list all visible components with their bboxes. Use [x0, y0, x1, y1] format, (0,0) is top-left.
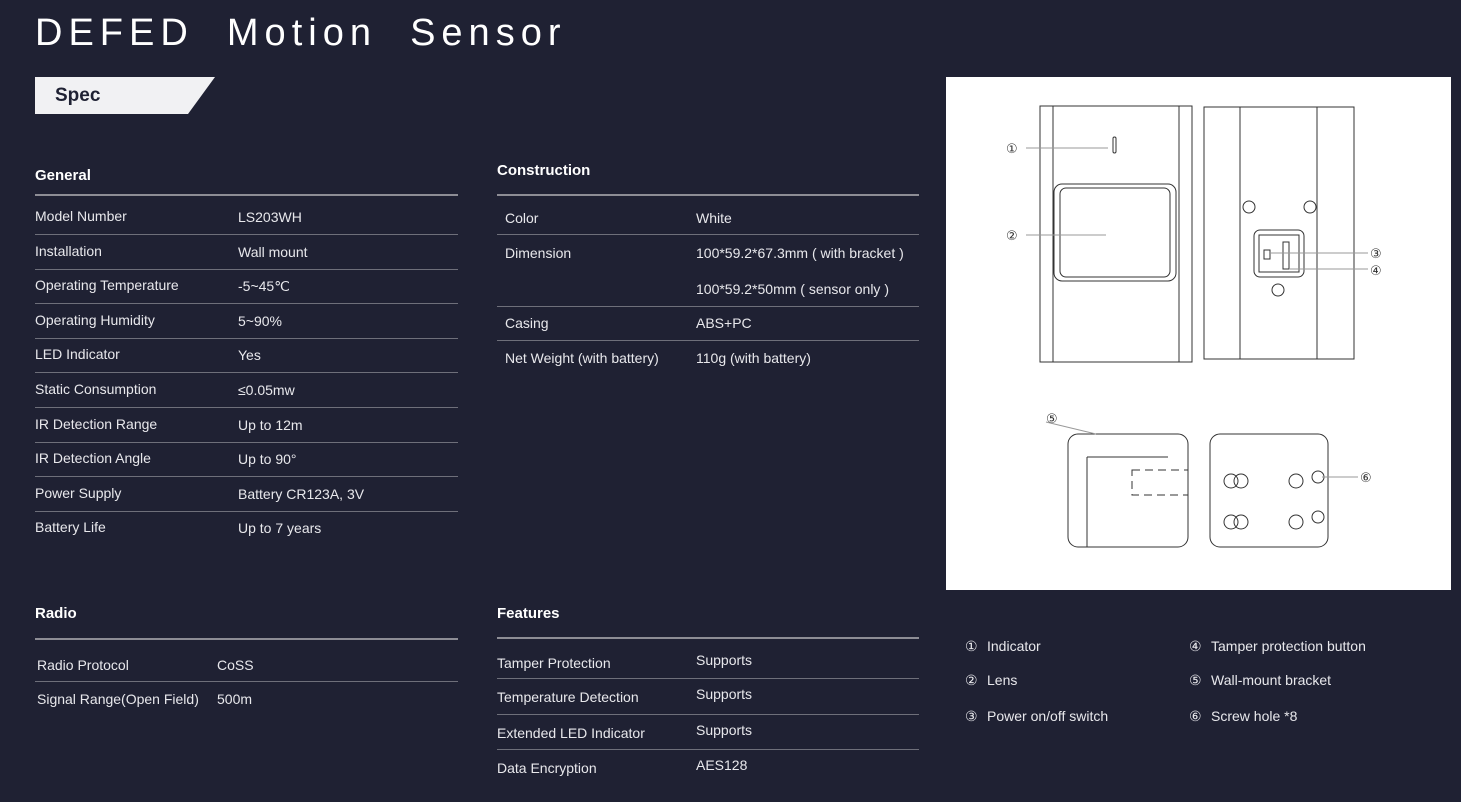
legend-item: ⑥ Screw hole *8 [1189, 708, 1297, 725]
divider [497, 637, 919, 639]
legend-number: ① [965, 638, 978, 654]
row-divider [35, 510, 458, 512]
divider [497, 194, 919, 196]
divider [35, 194, 458, 196]
spec-value: CoSS [217, 657, 254, 673]
row-divider [497, 714, 919, 715]
back-view [1203, 106, 1368, 360]
legend-item: ④ Tamper protection button [1189, 638, 1366, 655]
page-title: DEFED Motion Sensor [35, 12, 567, 54]
spec-label: Battery Life [35, 519, 106, 536]
legend-item: ⑤ Wall-mount bracket [1189, 672, 1331, 689]
spec-value: 500m [217, 691, 253, 707]
product-diagram: ① ② ③ ④ ⑤ ⑥ [946, 77, 1451, 590]
spec-value: Up to 90° [238, 451, 297, 468]
bracket-side-view [1045, 421, 1189, 548]
spec-label: Data Encryption [497, 760, 597, 776]
front-view [1026, 105, 1193, 363]
construction-heading: Construction [497, 162, 591, 179]
legend-number: ④ [1189, 638, 1202, 654]
spec-value: ABS+PC [696, 315, 752, 331]
spec-label: Radio Protocol [37, 657, 129, 673]
legend-item: ② Lens [965, 672, 1017, 689]
callout-6: ⑥ [1360, 471, 1372, 486]
legend-number: ⑥ [1189, 708, 1202, 724]
legend-item: ③ Power on/off switch [965, 708, 1108, 725]
spec-label: Dimension [505, 245, 572, 261]
divider [35, 638, 458, 640]
row-divider [35, 234, 458, 235]
legend-text: Power on/off switch [987, 708, 1109, 724]
spec-value: Supports [696, 686, 753, 702]
spec-value: Supports [696, 652, 753, 668]
row-divider [35, 441, 458, 443]
callout-2: ② [1006, 229, 1018, 244]
spec-value: Up to 7 years [238, 520, 322, 537]
legend-number: ③ [965, 708, 978, 724]
spec-value: White [696, 210, 732, 226]
row-divider [35, 681, 458, 682]
spec-value: 5~90% [238, 312, 282, 329]
legend-item: ① Indicator [965, 638, 1041, 655]
spec-label: Net Weight (with battery) [505, 350, 659, 366]
spec-value: Battery CR123A, 3V [238, 485, 365, 502]
row-divider [35, 407, 458, 408]
spec-label: Operating Temperature [35, 277, 179, 294]
legend-text: Indicator [987, 638, 1041, 654]
spec-value: Yes [238, 347, 261, 364]
spec-label: Operating Humidity [35, 311, 155, 328]
legend-text: Screw hole *8 [1211, 708, 1298, 724]
callout-5: ⑤ [1046, 412, 1058, 427]
spec-label: Extended LED Indicator [497, 725, 645, 741]
spec-label: Signal Range(Open Field) [37, 691, 199, 707]
spec-tab: Spec [35, 77, 215, 114]
features-heading: Features [497, 605, 560, 622]
row-divider [497, 340, 919, 341]
spec-label: IR Detection Range [35, 415, 158, 432]
spec-label: Casing [505, 315, 549, 331]
spec-value: 100*59.2*50mm ( sensor only ) [696, 281, 889, 297]
row-divider [35, 303, 458, 305]
callout-4: ④ [1370, 264, 1382, 279]
spec-value: 110g (with battery) [696, 350, 811, 366]
row-divider [35, 268, 458, 270]
legend-text: Wall-mount bracket [1211, 672, 1332, 688]
row-divider [35, 476, 458, 478]
spec-label: Color [505, 210, 539, 226]
row-divider [497, 678, 919, 679]
spec-value: Up to 12m [238, 416, 303, 433]
row-divider [497, 749, 919, 750]
row-divider [497, 306, 919, 307]
legend-number: ② [965, 672, 978, 688]
spec-label: Model Number [35, 208, 127, 224]
spec-label: Installation [35, 242, 102, 259]
callout-1: ① [1006, 142, 1018, 157]
spec-tab-label: Spec [55, 85, 101, 106]
spec-value: 100*59.2*67.3mm ( with bracket ) [696, 245, 904, 261]
spec-value: Supports [696, 722, 753, 738]
spec-value: ≤0.05mw [238, 382, 295, 398]
spec-label: Temperature Detection [497, 689, 639, 705]
row-divider [35, 337, 458, 339]
spec-value: LS203WH [238, 209, 302, 225]
general-heading: General [35, 167, 91, 184]
spec-value: AES128 [696, 757, 748, 773]
legend-number: ⑤ [1189, 672, 1202, 688]
legend-text: Tamper protection button [1211, 638, 1366, 654]
radio-heading: Radio [35, 605, 77, 622]
spec-value: Wall mount [238, 243, 308, 260]
spec-label: IR Detection Angle [35, 450, 151, 467]
spec-label: Tamper Protection [497, 655, 611, 671]
callout-3: ③ [1370, 247, 1382, 262]
bracket-back-view [1209, 433, 1358, 548]
legend-text: Lens [987, 672, 1018, 688]
spec-label: LED Indicator [35, 346, 120, 363]
spec-value: -5~45℃ [238, 278, 290, 295]
row-divider [497, 234, 919, 235]
spec-label: Static Consumption [35, 381, 157, 397]
spec-label: Power Supply [35, 484, 122, 501]
row-divider [35, 372, 458, 374]
